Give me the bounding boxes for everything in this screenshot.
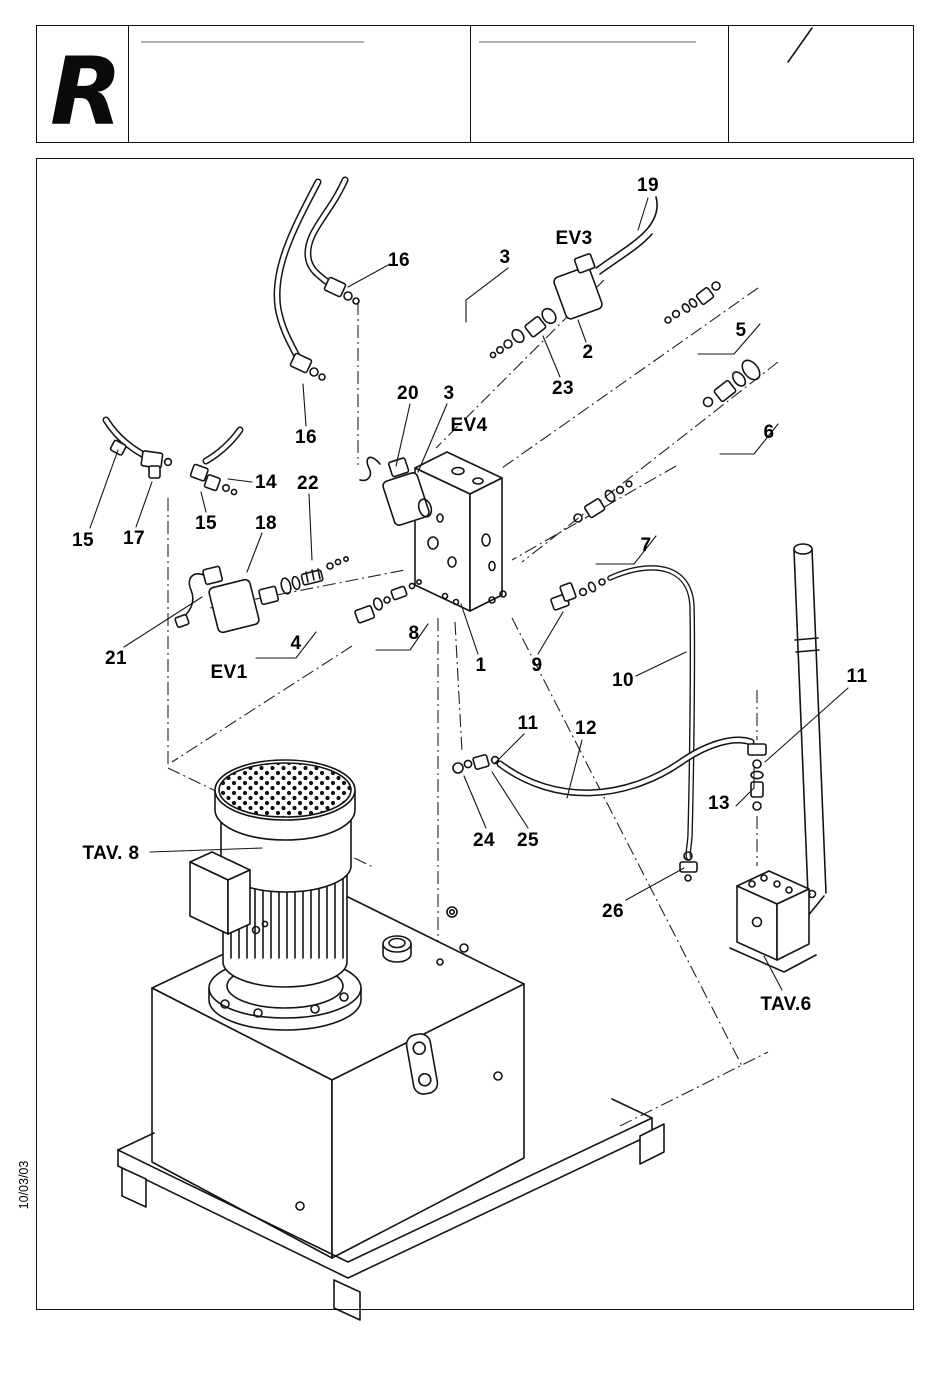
callout-tav6: TAV.6 — [760, 994, 812, 1015]
tee-fittings-14-15-17 — [102, 416, 244, 496]
callout-2: 2 — [582, 342, 594, 363]
callout-10: 10 — [612, 670, 634, 691]
callout-7: 7 — [640, 535, 652, 556]
callout-25: 25 — [517, 830, 539, 851]
callout-16-left: 16 — [295, 427, 317, 448]
hand-pump — [729, 543, 827, 973]
fittings-24-25 — [452, 753, 500, 774]
callout-9: 9 — [531, 655, 543, 676]
ev4-solenoid — [359, 456, 433, 526]
manifold-block — [414, 451, 507, 612]
hose-12 — [496, 736, 755, 797]
base-frame — [117, 1098, 665, 1321]
ev1-assembly — [174, 555, 349, 634]
brand-logo: R — [50, 38, 122, 147]
callout-23: 23 — [552, 378, 574, 399]
callout-tav8: TAV. 8 — [82, 843, 140, 864]
fitting-7 — [573, 480, 633, 523]
callout-11-right: 11 — [846, 666, 868, 687]
callout-15-left: 15 — [72, 530, 94, 551]
callout-ev4: EV4 — [450, 415, 488, 436]
callout-4: 4 — [290, 633, 302, 654]
callout-ev3: EV3 — [555, 228, 593, 249]
callout-14: 14 — [255, 472, 277, 493]
fan-cover — [218, 762, 352, 818]
callout-20: 20 — [397, 383, 419, 404]
callout-6: 6 — [763, 422, 775, 443]
ev3-assembly — [489, 196, 658, 359]
callout-3-top: 3 — [499, 247, 511, 268]
callout-1: 1 — [475, 655, 487, 676]
fitting-5 — [664, 281, 721, 324]
callout-8: 8 — [408, 623, 420, 644]
elbow-9 — [550, 578, 606, 611]
callout-21: 21 — [105, 648, 127, 669]
fitting-26 — [679, 851, 698, 882]
fitting-11-13-stack — [747, 743, 767, 811]
callout-11-mid: 11 — [517, 713, 539, 734]
callout-26: 26 — [602, 901, 624, 922]
leader-lines — [89, 197, 849, 991]
callout-18: 18 — [255, 513, 277, 534]
callout-15-mid: 15 — [195, 513, 217, 534]
revision-date: 10/03/03 — [17, 1160, 31, 1210]
title-block-divider-1 — [128, 25, 129, 143]
callout-17: 17 — [123, 528, 145, 549]
fitting-8 — [354, 578, 422, 624]
hoses-16 — [273, 176, 360, 381]
fitting-6 — [702, 359, 761, 408]
callout-19: 19 — [637, 175, 659, 196]
callout-12: 12 — [575, 718, 597, 739]
electric-motor — [189, 759, 362, 1031]
title-block-divider-2 — [470, 25, 471, 143]
title-block-rules — [141, 27, 813, 63]
callout-22: 22 — [297, 473, 319, 494]
callout-24: 24 — [473, 830, 495, 851]
callout-13: 13 — [708, 793, 730, 814]
title-block-divider-3 — [728, 25, 729, 143]
pipe-10 — [607, 565, 696, 861]
callout-3-mid: 3 — [443, 383, 455, 404]
callout-ev1: EV1 — [210, 662, 248, 683]
callout-5: 5 — [735, 320, 747, 341]
level-gauge — [405, 1033, 439, 1095]
callout-16-top: 16 — [388, 250, 410, 271]
slash-mark — [787, 27, 813, 63]
